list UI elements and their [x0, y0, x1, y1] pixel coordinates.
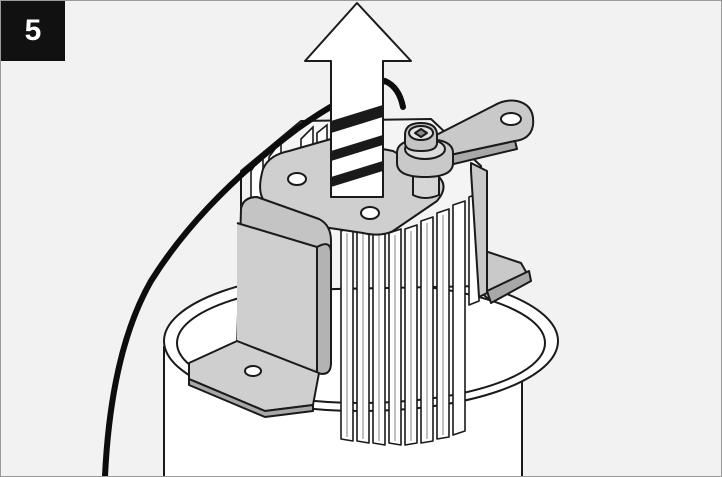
cable [102, 77, 406, 476]
bracket [188, 138, 445, 418]
bracket-right-foot [470, 162, 532, 304]
heatsink-fins [340, 192, 480, 446]
arrow-up-icon [304, 2, 412, 198]
step-number-badge: 5 [1, 1, 65, 61]
screw-icon [396, 122, 454, 199]
step-number: 5 [24, 14, 42, 47]
